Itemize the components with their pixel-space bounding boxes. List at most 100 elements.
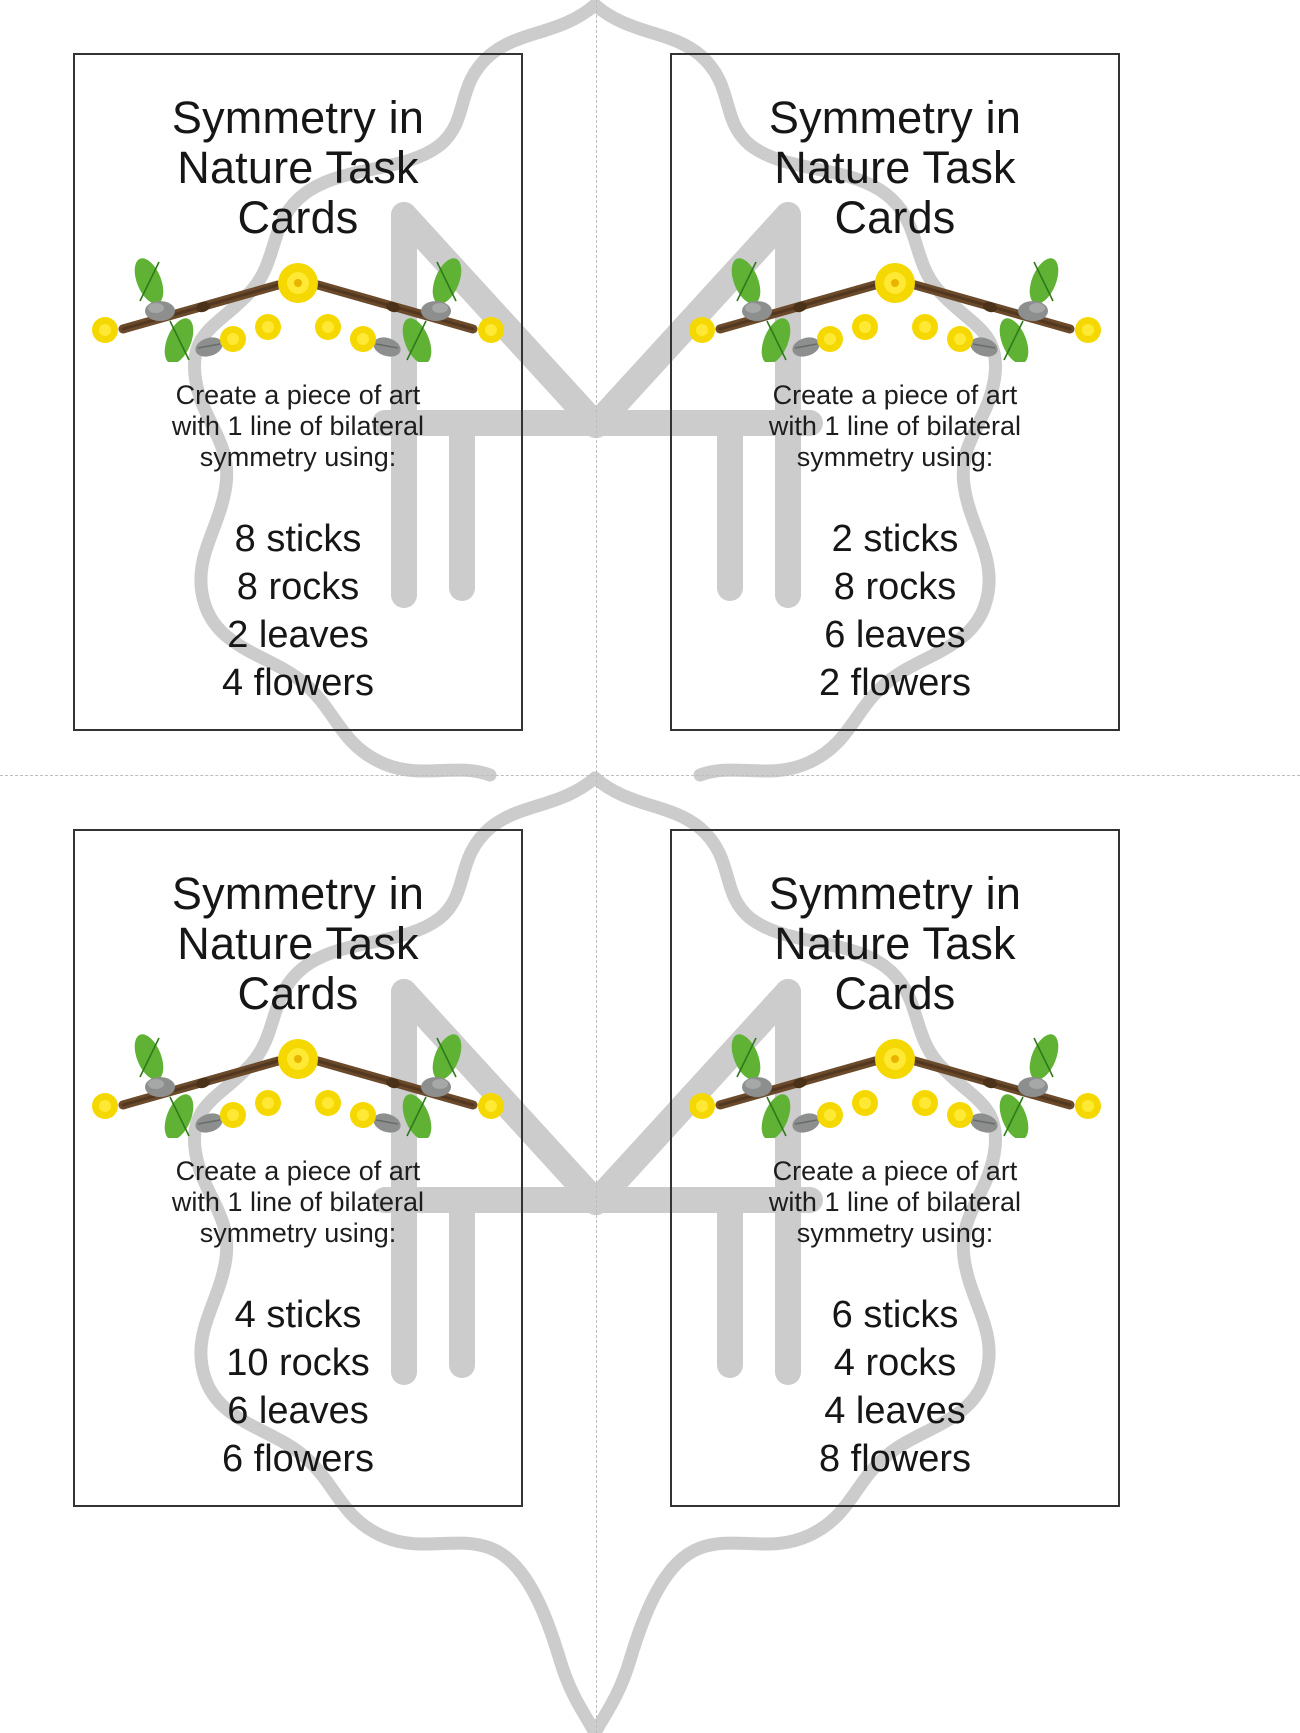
card-prompt-line-1: Create a piece of art	[175, 380, 421, 410]
flower-icon	[689, 317, 715, 343]
leaf-icon	[1029, 258, 1059, 304]
card-prompt: Create a piece of art with 1 line of bil…	[730, 1156, 1060, 1249]
horizontal-cut-line	[0, 775, 1300, 776]
card-prompt-line-2: with 1 line of bilateral	[768, 411, 1022, 441]
card-prompt-line-1: Create a piece of art	[772, 380, 1018, 410]
task-card[interactable]: Symmetry in Nature Task Cards	[73, 53, 523, 731]
leaf-icon	[731, 258, 761, 304]
card-title: Symmetry in Nature Task Cards	[745, 869, 1045, 1019]
card-title-line-3: Cards	[237, 192, 359, 243]
material-list: 4 sticks 10 rocks 6 leaves 6 flowers	[222, 1291, 374, 1483]
flower-icon	[278, 263, 318, 303]
card-prompt-line-1: Create a piece of art	[772, 1156, 1018, 1186]
list-item: 2 flowers	[818, 662, 972, 704]
nature-materials-icon	[92, 1034, 504, 1138]
list-item: 6 leaves	[824, 614, 966, 656]
material-list: 6 sticks 4 rocks 4 leaves 8 flowers	[819, 1291, 971, 1483]
flower-icon	[947, 326, 973, 352]
card-prompt-line-2: with 1 line of bilateral	[171, 411, 425, 441]
card-title-line-1: Symmetry in	[768, 868, 1022, 919]
list-item: 8 rocks	[236, 566, 360, 608]
list-item: 8 rocks	[833, 566, 957, 608]
card-prompt-line-1: Create a piece of art	[175, 1156, 421, 1186]
material-list: 8 sticks 8 rocks 2 leaves 4 flowers	[222, 515, 374, 707]
leaf-icon	[999, 318, 1029, 362]
flower-icon	[875, 263, 915, 303]
flower-icon	[478, 1093, 504, 1119]
card-title: Symmetry in Nature Task Cards	[745, 93, 1045, 243]
flower-icon	[315, 1090, 341, 1116]
flower-icon	[255, 314, 281, 340]
flower-icon	[875, 1039, 915, 1079]
nature-decoration	[83, 1033, 513, 1138]
card-prompt-line-3: symmetry using:	[796, 442, 994, 472]
nature-materials-icon	[689, 1034, 1101, 1138]
list-item: 10 rocks	[226, 1342, 370, 1384]
rock-icon	[421, 301, 451, 321]
card-title-line-2: Nature Task	[177, 918, 419, 969]
card-title-line-2: Nature Task	[177, 142, 419, 193]
rock-icon	[145, 301, 175, 321]
leaf-icon	[432, 258, 462, 304]
leaf-icon	[432, 1034, 462, 1080]
flower-icon	[220, 1102, 246, 1128]
flower-icon	[1075, 1093, 1101, 1119]
nature-materials-icon	[92, 258, 504, 362]
card-prompt-line-3: symmetry using:	[199, 1218, 397, 1248]
list-item: 6 flowers	[221, 1438, 375, 1480]
leaf-icon	[164, 318, 194, 362]
flower-icon	[817, 326, 843, 352]
task-card[interactable]: Symmetry in Nature Task Cards	[73, 829, 523, 1507]
nature-decoration	[680, 1033, 1110, 1138]
nature-decoration	[83, 257, 513, 362]
leaf-icon	[134, 258, 164, 304]
task-card[interactable]: Symmetry in Nature Task Cards	[670, 829, 1120, 1507]
card-prompt: Create a piece of art with 1 line of bil…	[133, 1156, 463, 1249]
leaf-icon	[164, 1094, 194, 1138]
card-title-line-1: Symmetry in	[171, 868, 425, 919]
card-prompt-line-2: with 1 line of bilateral	[171, 1187, 425, 1217]
leaf-icon	[999, 1094, 1029, 1138]
flower-icon	[350, 1102, 376, 1128]
flower-icon	[278, 1039, 318, 1079]
flower-icon	[255, 1090, 281, 1116]
card-title-line-3: Cards	[237, 968, 359, 1019]
list-item: 6 leaves	[227, 1390, 369, 1432]
leaf-icon	[134, 1034, 164, 1080]
task-card[interactable]: Symmetry in Nature Task Cards	[670, 53, 1120, 731]
flower-icon	[852, 1090, 878, 1116]
list-item: 2 leaves	[227, 614, 369, 656]
list-item: 8 sticks	[234, 518, 362, 560]
flower-icon	[689, 1093, 715, 1119]
list-item: 8 flowers	[818, 1438, 972, 1480]
card-title-line-2: Nature Task	[774, 918, 1016, 969]
flower-icon	[220, 326, 246, 352]
leaf-icon	[731, 1034, 761, 1080]
card-prompt: Create a piece of art with 1 line of bil…	[730, 380, 1060, 473]
card-title-line-1: Symmetry in	[768, 92, 1022, 143]
card-prompt-line-3: symmetry using:	[199, 442, 397, 472]
list-item: 4 leaves	[824, 1390, 966, 1432]
rock-icon	[742, 301, 772, 321]
card-prompt: Create a piece of art with 1 line of bil…	[133, 380, 463, 473]
flower-icon	[92, 1093, 118, 1119]
rock-icon	[145, 1077, 175, 1097]
card-title-line-3: Cards	[834, 192, 956, 243]
card-prompt-line-2: with 1 line of bilateral	[768, 1187, 1022, 1217]
list-item: 2 sticks	[831, 518, 959, 560]
flower-icon	[912, 1090, 938, 1116]
nature-decoration	[680, 257, 1110, 362]
vertical-cut-line	[596, 0, 597, 1733]
card-title: Symmetry in Nature Task Cards	[148, 93, 448, 243]
card-title-line-2: Nature Task	[774, 142, 1016, 193]
flower-icon	[817, 1102, 843, 1128]
flower-icon	[478, 317, 504, 343]
flower-icon	[912, 314, 938, 340]
flower-icon	[350, 326, 376, 352]
card-title-line-3: Cards	[834, 968, 956, 1019]
nature-materials-icon	[689, 258, 1101, 362]
card-prompt-line-3: symmetry using:	[796, 1218, 994, 1248]
flower-icon	[1075, 317, 1101, 343]
flower-icon	[315, 314, 341, 340]
